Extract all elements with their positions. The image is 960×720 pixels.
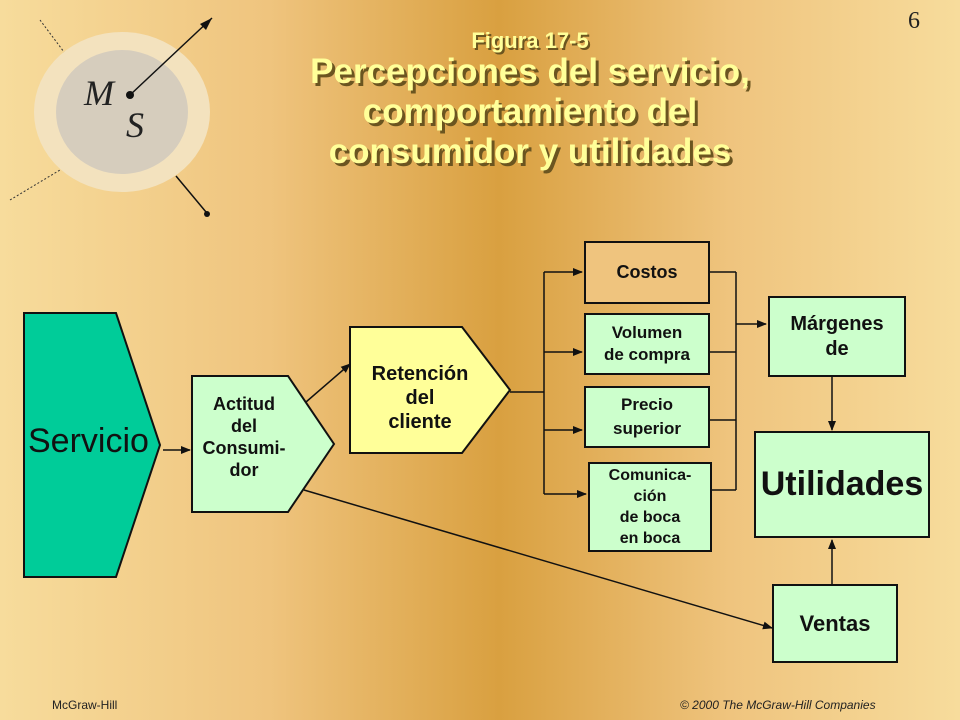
volumen-box: Volumen de compra: [584, 313, 710, 375]
retencion-shape: [349, 326, 512, 454]
precio-box: Precio superior: [584, 386, 710, 448]
servicio-label: Servicio: [28, 422, 149, 460]
servicio-shape: [23, 312, 162, 578]
page-number: 6: [908, 8, 920, 34]
volumen-label: Volumen de compra: [604, 323, 690, 364]
utilidades-label: Utilidades: [760, 465, 924, 503]
page-title: Percepciones del servicio, comportamient…: [310, 52, 750, 171]
costos-box: Costos: [584, 241, 710, 304]
ms-logo: [9, 17, 213, 217]
costos-label: Costos: [616, 262, 678, 282]
logo-letter-m: M: [84, 73, 114, 113]
actitud-label: Actitud del Consumi- dor: [202, 394, 286, 480]
margenes-label: Márgenes de: [790, 312, 884, 360]
retencion-label: Retención del cliente: [371, 363, 469, 433]
actitud-shape: [191, 375, 336, 513]
arrow-actitud-ventas: [303, 489, 773, 630]
comunicacion-box: Comunica- ción de boca en boca: [588, 462, 712, 552]
arrow-actitud-retencion: [305, 363, 351, 403]
ventas-box: Ventas: [772, 584, 898, 663]
figure-label: Figura 17-5: [471, 28, 589, 53]
margenes-box: Márgenes de: [768, 296, 906, 377]
precio-label: Precio superior: [612, 395, 682, 438]
ventas-label: Ventas: [799, 610, 871, 636]
footer-publisher: McGraw-Hill: [52, 698, 118, 712]
logo-letter-s: S: [126, 105, 144, 145]
utilidades-box: Utilidades: [754, 431, 930, 538]
footer-copyright: © 2000 The McGraw-Hill Companies: [680, 698, 876, 712]
comunicacion-label: Comunica- ción de boca en boca: [608, 467, 692, 547]
